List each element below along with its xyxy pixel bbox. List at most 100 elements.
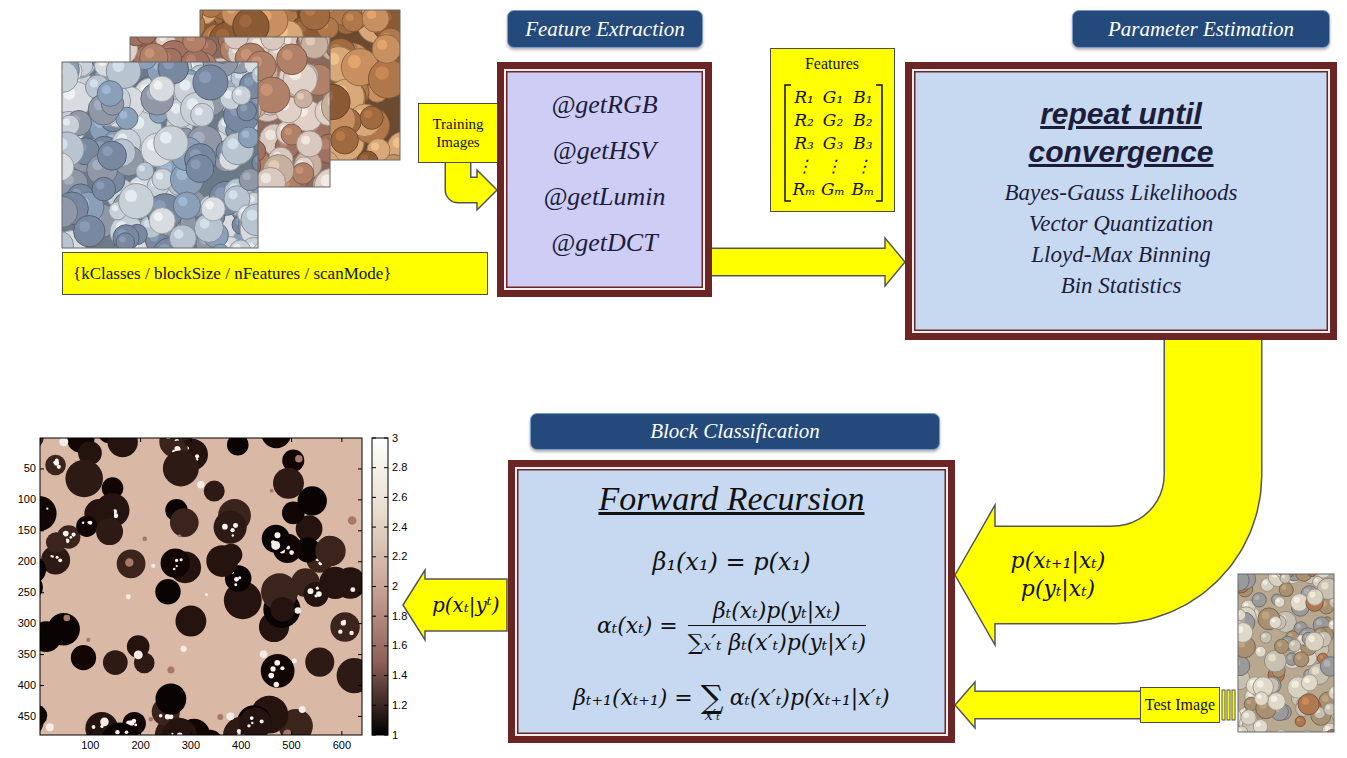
class-region: [45, 455, 66, 476]
tick-mark: [358, 561, 362, 562]
coin-shine: [205, 201, 213, 209]
matrix-cell: R₂: [794, 110, 814, 130]
class-region: [237, 705, 271, 735]
coin-shine: [1238, 626, 1243, 633]
tick-label: 1.8: [392, 610, 407, 623]
class-speck: [260, 650, 268, 658]
coin-shine: [103, 146, 113, 156]
bracket: [785, 85, 791, 201]
coin-shine: [156, 172, 163, 179]
coin: [1241, 710, 1256, 725]
coin-shine: [297, 93, 303, 99]
block-arrow: [458, 163, 497, 210]
coin: [1279, 583, 1293, 597]
coin: [183, 37, 206, 52]
output-arrow: p(xₜ|yᵗ): [403, 570, 507, 640]
class-speck: [280, 666, 284, 670]
coin-shine: [145, 48, 155, 58]
tick-mark: [358, 530, 362, 531]
coin-shine: [1256, 722, 1261, 727]
class-speck: [72, 533, 76, 537]
tick-mark: [291, 731, 292, 735]
tick-label: 3: [392, 432, 398, 445]
coin-shine: [1316, 620, 1322, 626]
coin: [113, 225, 139, 248]
coin-shine: [1302, 697, 1309, 704]
coin-shine: [139, 165, 145, 171]
class-region: [40, 438, 44, 450]
coin: [277, 44, 308, 75]
tick-mark: [372, 527, 376, 528]
coin: [62, 152, 74, 181]
arrow-head: [477, 170, 497, 210]
tick-label: 2: [392, 580, 398, 593]
coin: [62, 231, 74, 248]
coin: [62, 196, 78, 227]
coin-shine: [102, 85, 111, 94]
coin: [1324, 703, 1334, 716]
tick-mark: [384, 645, 388, 646]
class-speck: [274, 660, 280, 666]
class-speck: [289, 550, 294, 555]
coin-shine: [98, 62, 106, 66]
equation: ∑ₓ′ₜ βₜ(x′ₜ)p(yₜ|x′ₜ): [688, 625, 866, 656]
matrix-cell: G₂: [823, 110, 843, 130]
class-speck: [125, 558, 134, 567]
coin-shine: [227, 138, 238, 149]
coin: [1307, 589, 1324, 606]
tick-mark: [190, 438, 191, 442]
coin-shine: [1263, 580, 1268, 585]
coin-shine: [371, 143, 379, 151]
coin: [1238, 609, 1246, 620]
tick-mark: [358, 654, 362, 655]
arrow-outline: [974, 691, 1140, 720]
class-speck: [197, 481, 204, 488]
tick-label: 250: [18, 586, 36, 599]
coin-shine: [1271, 618, 1275, 622]
arrow-stripe: [1227, 690, 1230, 720]
coin: [294, 90, 312, 108]
coin-shine: [199, 71, 211, 83]
tick-label: 500: [282, 739, 300, 752]
coin: [1301, 675, 1317, 691]
class-speck: [232, 534, 234, 536]
coins: [62, 62, 258, 248]
coin: [119, 184, 154, 219]
coin-shine: [1297, 718, 1301, 722]
block-arrow: [712, 238, 905, 286]
loop-heading: repeat until convergence: [996, 95, 1246, 171]
coin-shine: [119, 236, 125, 242]
tick-mark: [358, 592, 362, 593]
tick-mark: [40, 499, 44, 500]
coin-shine: [1271, 696, 1277, 702]
class-region: [117, 549, 146, 578]
arrow-head: [955, 505, 995, 645]
tick-mark: [372, 438, 376, 439]
class-speck: [142, 537, 147, 542]
tick-mark: [384, 556, 388, 557]
class-speck: [271, 541, 280, 550]
tick-label: 150: [18, 524, 36, 537]
class-speck: [234, 577, 239, 582]
coin-shine: [1247, 700, 1252, 705]
coin: [255, 167, 285, 187]
coin-shine: [154, 212, 163, 221]
matrix-cell: B₃: [853, 133, 872, 153]
tick-mark: [341, 438, 342, 442]
coin-shine: [1268, 654, 1276, 662]
class-speck: [165, 714, 170, 719]
tick-mark: [90, 731, 91, 735]
class-speck: [175, 559, 178, 562]
coin-shine: [125, 190, 137, 202]
coin: [62, 62, 78, 92]
arrow-body: [403, 570, 507, 640]
class-speck: [59, 438, 68, 446]
coin-shine: [285, 128, 292, 135]
coin-shine: [96, 181, 104, 189]
coin: [154, 126, 188, 160]
coin: [368, 59, 400, 98]
tick-label: 2.4: [392, 521, 407, 534]
coins: [200, 10, 400, 160]
coin-shine: [235, 89, 242, 96]
tick-mark: [358, 716, 362, 717]
